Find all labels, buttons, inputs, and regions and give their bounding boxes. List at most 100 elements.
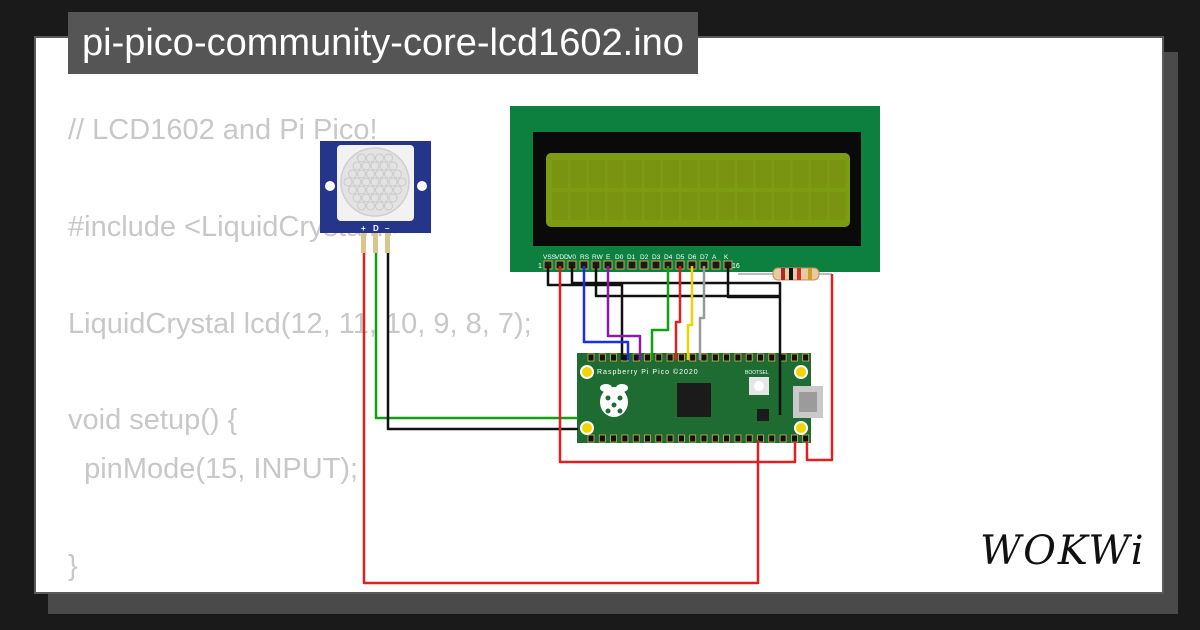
pir-lens-cell	[384, 201, 393, 211]
pico-pin	[678, 353, 685, 362]
pir-lens-cell	[370, 161, 380, 171]
pico-pin	[711, 434, 719, 443]
code-preview: // LCD1602 and Pi Pico! #include <Liquid…	[68, 106, 532, 590]
lcd-pin-header	[543, 260, 733, 270]
pir-pin	[385, 233, 390, 253]
pico-pin	[802, 353, 810, 362]
pir-pin-label: D	[373, 224, 379, 233]
lcd-pin-label: D4	[664, 254, 673, 261]
pir-lens-cell	[348, 169, 357, 179]
lcd-pin-label: D5	[676, 254, 685, 261]
resistor-band	[797, 268, 801, 280]
resistor-band	[789, 268, 793, 280]
pico-pin	[734, 434, 742, 443]
wire-lcd-v0	[570, 266, 782, 415]
pico-usb-opening	[799, 392, 817, 412]
lcd-pin-label: D6	[688, 254, 697, 261]
lcd-char-cell	[607, 160, 624, 188]
lcd-char-cell	[570, 160, 587, 188]
lcd-char-cell	[755, 160, 772, 188]
pir-lens-cell	[379, 161, 389, 171]
resistor-band	[781, 268, 785, 280]
pir-lens-cell	[370, 177, 380, 187]
lcd-char-cell	[811, 160, 827, 188]
lcd-char-cell	[626, 192, 642, 220]
wokwi-logo-text: WOKWi	[980, 528, 1146, 574]
pir-sensor[interactable]: + D –	[320, 141, 431, 253]
pir-lens-cell	[366, 201, 375, 211]
lcd-char-cell	[755, 192, 772, 220]
project-title[interactable]: pi-pico-community-core-lcd1602.ino	[68, 12, 698, 74]
lcd-char-cell	[811, 192, 827, 220]
code-line: // LCD1602 and Pi Pico!	[68, 114, 378, 146]
wire-lcd-d4	[650, 266, 670, 360]
pir-lens-cell	[361, 177, 371, 187]
pico-pin	[768, 434, 776, 443]
resistor[interactable]	[738, 267, 832, 281]
lcd-pin-label: V0	[568, 254, 576, 261]
lcd-char-cell	[737, 192, 753, 220]
lcd-char-cell	[681, 192, 698, 220]
pico-pin	[791, 434, 798, 443]
lcd-char-cell	[589, 192, 605, 220]
lcd-char-cell	[626, 160, 642, 188]
pico-pin	[655, 353, 663, 362]
raspberry-pi-pico[interactable]: Raspberry Pi Pico ©2020 BOOTSEL	[577, 353, 823, 443]
wire-pir-gnd	[386, 253, 578, 431]
wire-lcd-d6	[686, 266, 694, 360]
pir-lens-cell	[366, 185, 375, 195]
code-line: }	[68, 549, 78, 582]
pir-lens-cell	[393, 185, 402, 195]
pir-dome	[340, 147, 410, 217]
pico-pin	[621, 434, 629, 443]
pico-pin	[723, 353, 730, 362]
pico-pin	[689, 434, 697, 443]
pico-pin	[734, 353, 742, 362]
lcd-char-cell	[644, 160, 661, 188]
pico-pin	[757, 353, 764, 362]
pico-pin	[655, 434, 663, 443]
pir-lens-cell	[361, 161, 371, 171]
pir-lens-cell	[366, 169, 375, 179]
pico-pin	[802, 434, 810, 443]
lcd-char-cell	[552, 160, 568, 188]
code-line: void setup() {	[68, 404, 238, 437]
lcd-pin-label: D3	[652, 254, 661, 261]
pir-lens-cell	[393, 169, 402, 179]
lcd-char-cell	[829, 192, 846, 220]
pir-lens-cell	[357, 169, 366, 179]
lcd-char-cell	[792, 192, 809, 220]
pico-pin	[587, 353, 595, 362]
lcd-char-cell	[663, 160, 679, 188]
lcd-char-cell	[774, 160, 790, 188]
pico-pin	[745, 434, 753, 443]
pir-lens-cell	[397, 177, 407, 187]
lcd-char-cell	[829, 160, 846, 188]
pico-rp2040-chip	[677, 383, 711, 417]
pir-lens-cell	[384, 169, 393, 179]
pir-mount-hole	[417, 181, 427, 191]
pico-pin-rows	[587, 353, 810, 443]
pico-pin	[689, 353, 697, 362]
lcd1602-module[interactable]: 1 16 VSS VDD V0 RS RW E D0 D1 D2 D3 D4 D…	[510, 106, 880, 272]
pir-lens-cell	[370, 193, 380, 203]
pir-lens-cell	[357, 201, 366, 211]
lcd-char-cell	[663, 192, 679, 220]
pir-lens-cell	[384, 153, 393, 163]
lcd-pin-label: RS	[580, 254, 590, 261]
pir-fresnel-lens	[343, 153, 407, 211]
pico-pin	[632, 434, 640, 443]
lcd-pin-label: K	[724, 254, 729, 261]
code-line: LiquidCrystal lcd(12, 11, 10, 9, 8, 7);	[68, 307, 532, 340]
lcd-char-cell	[718, 192, 735, 220]
lcd-pin-label: RW	[592, 254, 604, 261]
pir-lens-cell	[384, 185, 393, 195]
raspberry-logo	[600, 384, 628, 417]
lcd-pin-label: D1	[627, 254, 636, 261]
pir-pin	[373, 233, 378, 253]
lcd-pin	[615, 260, 625, 270]
wire-lcd-k	[726, 266, 780, 299]
lcd-char-cell	[718, 160, 735, 188]
